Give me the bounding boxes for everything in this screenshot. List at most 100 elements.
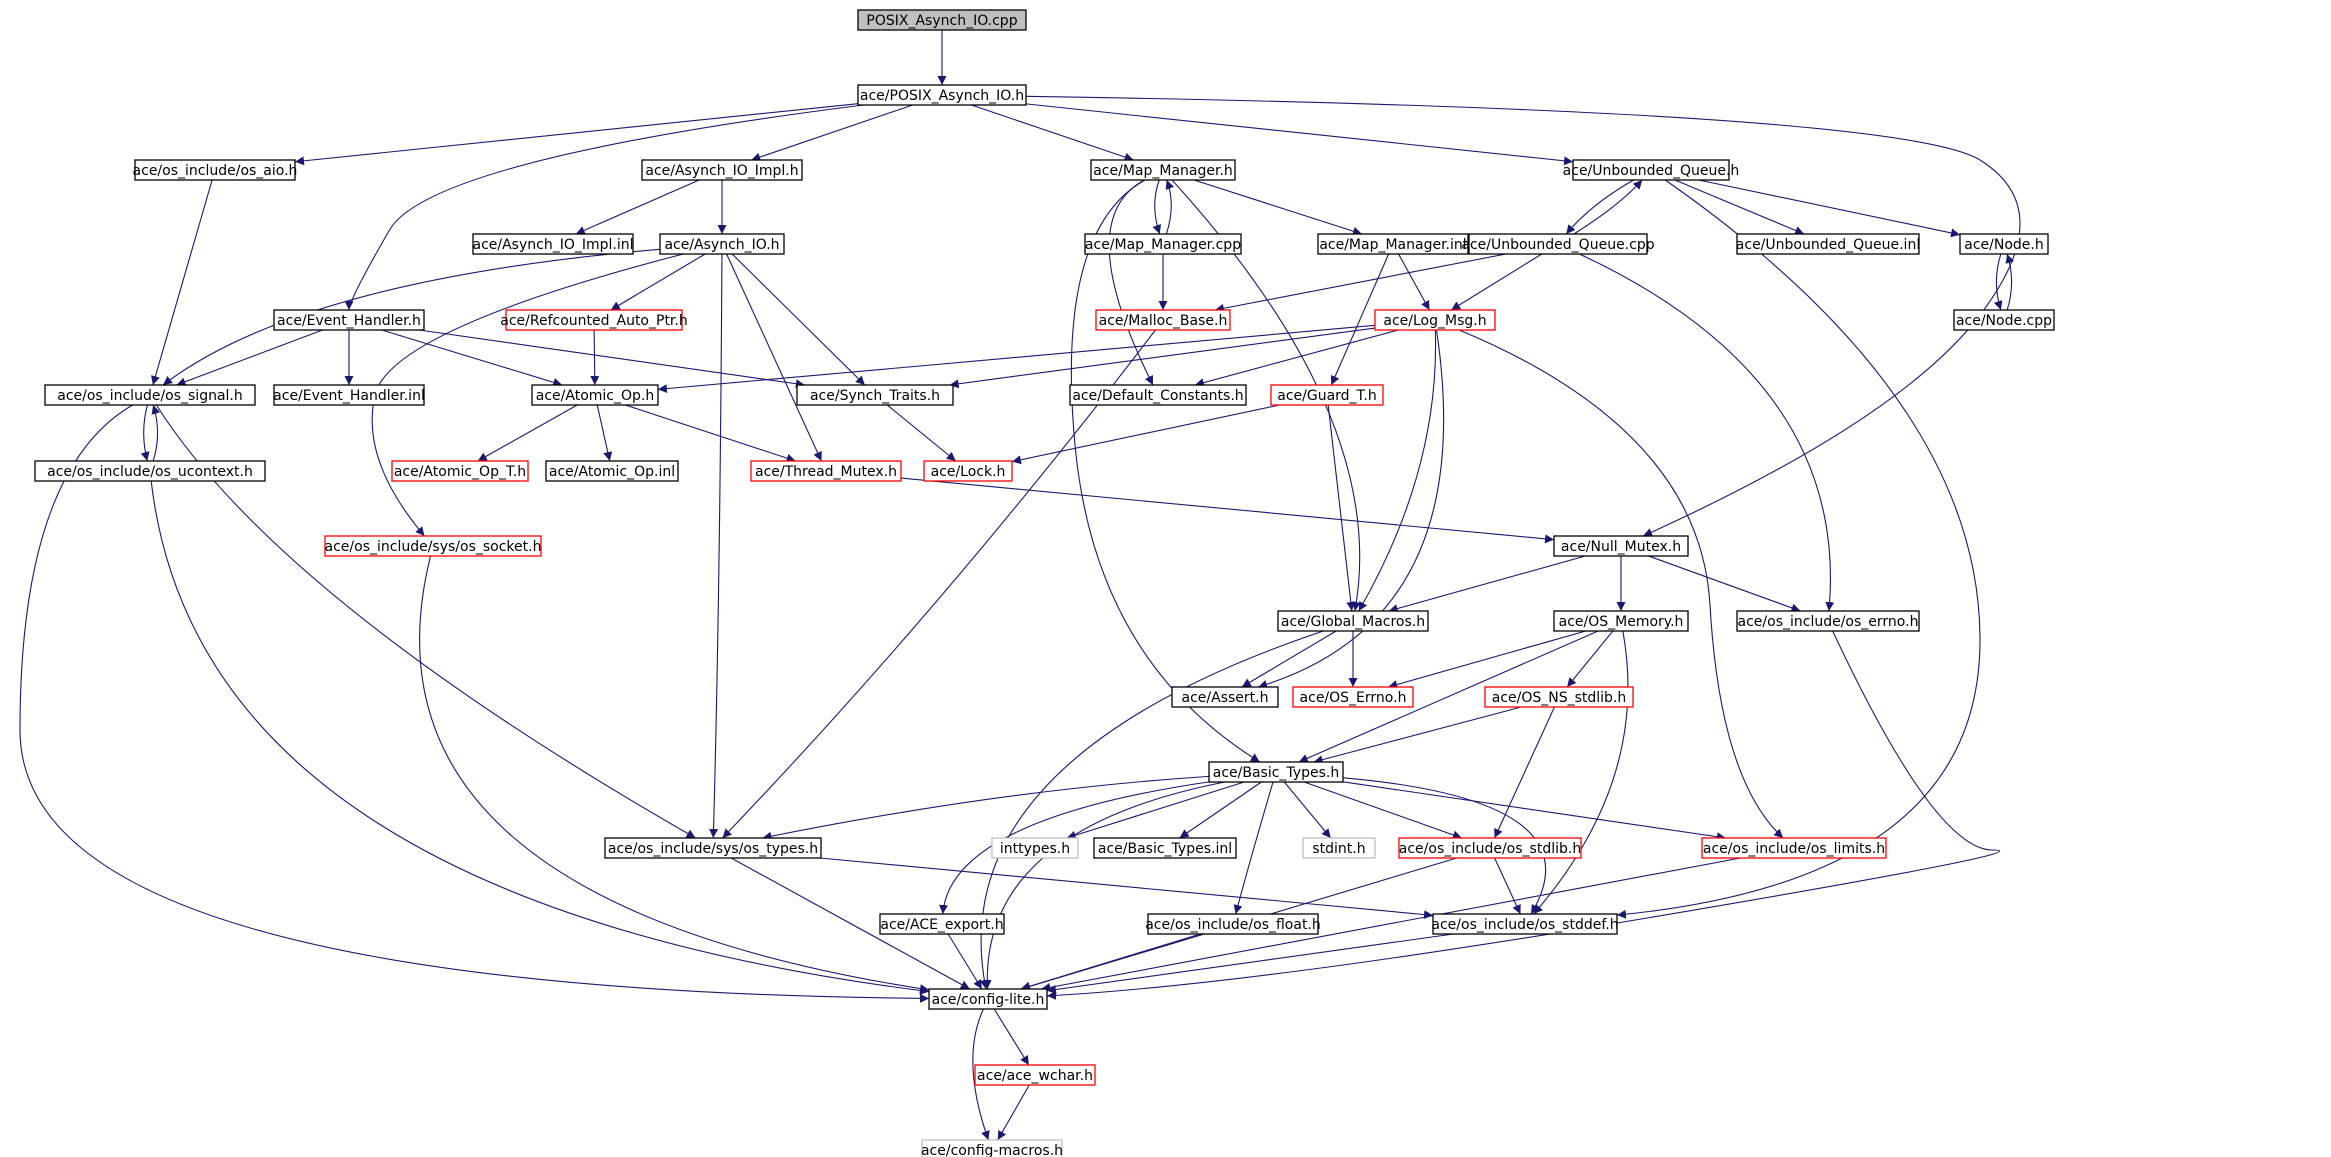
edge-arrow — [1342, 777, 1547, 915]
node-nullmx[interactable]: ace/Null_Mutex.h — [1553, 535, 1689, 557]
node-label: ace/Node.h — [1964, 237, 2043, 253]
dependency-edge-pah-to-evh — [344, 104, 864, 311]
node-evh[interactable]: ace/Event_Handler.h — [273, 309, 425, 331]
node-socket[interactable]: ace/os_include/sys/os_socket.h — [324, 535, 542, 557]
edge-arrow — [900, 477, 1555, 544]
node-globmac[interactable]: ace/Global_Macros.h — [1277, 610, 1429, 632]
node-malloc[interactable]: ace/Malloc_Base.h — [1095, 309, 1231, 331]
edge-arrow — [477, 404, 578, 462]
edge-arrow — [19, 404, 930, 1003]
dependency-edge-osmem-to-oserrno — [1388, 630, 1586, 689]
node-box — [324, 535, 542, 557]
node-aio[interactable]: ace/os_include/os_aio.h — [133, 159, 298, 181]
edge-arrow — [1579, 253, 1835, 612]
dependency-edge-atomic-to-threadmx — [625, 404, 796, 463]
edge-arrow — [1616, 179, 1981, 919]
node-osmem[interactable]: ace/OS_Memory.h — [1553, 610, 1689, 632]
edge-arrow — [1241, 630, 1337, 688]
node-stddef[interactable]: ace/os_include/os_stddef.h — [1431, 913, 1619, 935]
node-nodeh[interactable]: ace/Node.h — [1959, 233, 2049, 255]
edge-arrow — [150, 480, 930, 995]
dependency-edge-ucontext-to-signal — [151, 404, 161, 462]
node-label: ace/Malloc_Base.h — [1099, 313, 1228, 329]
node-mapmgrcpp[interactable]: ace/Map_Manager.cpp — [1084, 233, 1242, 255]
node-guard[interactable]: ace/Guard_T.h — [1270, 384, 1384, 406]
node-atomict[interactable]: ace/Atomic_Op_T.h — [391, 460, 529, 482]
node-asynchio[interactable]: ace/Asynch_IO.h — [659, 233, 785, 255]
node-label: ace/Log_Msg.h — [1383, 313, 1486, 329]
node-assert[interactable]: ace/Assert.h — [1171, 686, 1279, 708]
dependency-edge-globmac-to-configlite — [979, 630, 1324, 990]
node-box — [1084, 233, 1242, 255]
dependency-edge-pah-to-mapmgr — [971, 104, 1134, 162]
node-inttypes[interactable]: inttypes.h — [991, 837, 1079, 859]
edge-arrow — [993, 1008, 1030, 1066]
node-atomicinl[interactable]: ace/Atomic_Op.inl — [545, 460, 679, 482]
node-ucontext[interactable]: ace/os_include/os_ucontext.h — [34, 460, 266, 482]
edge-arrow — [1330, 253, 1390, 386]
node-oserrno[interactable]: ace/OS_Errno.h — [1292, 686, 1414, 708]
edge-arrow — [949, 327, 1376, 389]
node-label: ace/Event_Handler.inl — [273, 388, 425, 404]
node-osstdlib[interactable]: ace/os_include/os_stdlib.h — [1398, 837, 1582, 859]
node-defconst[interactable]: ace/Default_Constants.h — [1069, 384, 1247, 406]
node-unbq[interactable]: ace/Unbounded_Queue.h — [1563, 159, 1740, 181]
node-errno[interactable]: ace/os_include/os_errno.h — [1736, 610, 1920, 632]
edge-arrow — [1165, 179, 1175, 235]
node-signal[interactable]: ace/os_include/os_signal.h — [44, 384, 256, 406]
node-evhinl[interactable]: ace/Event_Handler.inl — [273, 384, 425, 406]
node-box — [1317, 233, 1469, 255]
node-wchar[interactable]: ace/ace_wchar.h — [974, 1064, 1096, 1086]
node-logmsg[interactable]: ace/Log_Msg.h — [1374, 309, 1496, 331]
node-box — [1553, 610, 1689, 632]
node-label: ace/Guard_T.h — [1277, 388, 1377, 404]
dependency-edge-aio-to-signal — [151, 179, 213, 386]
node-unbqcpp[interactable]: ace/Unbounded_Queue.cpp — [1461, 233, 1655, 255]
node-box — [921, 1139, 1063, 1157]
node-configlite[interactable]: ace/config-lite.h — [928, 988, 1048, 1010]
node-atomic[interactable]: ace/Atomic_Op.h — [531, 384, 659, 406]
node-systypes[interactable]: ace/os_include/sys/os_types.h — [604, 837, 822, 859]
node-aceexport[interactable]: ace/ACE_export.h — [879, 913, 1005, 935]
nodes-layer: POSIX_Asynch_IO.cpp ace/POSIX_Asynch_IO.h… — [34, 9, 2055, 1157]
node-refc[interactable]: ace/Refcounted_Auto_Ptr.h — [500, 309, 688, 331]
node-basictypes[interactable]: ace/Basic_Types.h — [1208, 761, 1344, 783]
node-pah[interactable]: ace/POSIX_Asynch_IO.h — [857, 84, 1027, 106]
dependency-edge-logmsg-to-defconst — [1194, 329, 1399, 387]
node-box — [1277, 610, 1429, 632]
edge-arrow — [1388, 630, 1586, 689]
node-limits[interactable]: ace/os_include/os_limits.h — [1701, 837, 1887, 859]
dependency-edge-osmem-to-nsstdlib — [1566, 630, 1614, 688]
node-mapmgrinl[interactable]: ace/Map_Manager.inl — [1317, 233, 1469, 255]
node-nsstdlib[interactable]: ace/OS_NS_stdlib.h — [1484, 686, 1634, 708]
edge-arrow — [162, 248, 661, 386]
node-aioimpl[interactable]: ace/Asynch_IO_Impl.h — [641, 159, 803, 181]
node-lock[interactable]: ace/Lock.h — [923, 460, 1013, 482]
node-nodecpp[interactable]: ace/Node.cpp — [1953, 309, 2055, 331]
node-float[interactable]: ace/os_include/os_float.h — [1145, 913, 1321, 935]
node-box — [531, 384, 659, 406]
node-root[interactable]: POSIX_Asynch_IO.cpp — [857, 9, 1027, 31]
node-basicinl[interactable]: ace/Basic_Types.inl — [1093, 837, 1237, 859]
node-label: ace/OS_Memory.h — [1559, 614, 1684, 630]
edge-arrow — [1011, 404, 1280, 465]
dependency-edge-basictypes-to-systypes — [762, 775, 1210, 841]
node-stdint[interactable]: stdint.h — [1302, 837, 1376, 859]
node-synch[interactable]: ace/Synch_Traits.h — [796, 384, 954, 406]
dependency-edge-osmem-to-basictypes — [1298, 630, 1599, 763]
node-mapmgr[interactable]: ace/Map_Manager.h — [1090, 159, 1236, 181]
edge-arrow — [722, 329, 1156, 839]
node-unbqinl[interactable]: ace/Unbounded_Queue.inl — [1736, 233, 1920, 255]
node-configmacros[interactable]: ace/config-macros.h — [921, 1139, 1063, 1157]
edge-arrow — [1070, 179, 1261, 763]
node-label: POSIX_Asynch_IO.cpp — [866, 13, 1017, 29]
node-aioimplinl[interactable]: ace/Asynch_IO_Impl.inl — [472, 233, 634, 255]
edge-arrow — [1388, 555, 1586, 613]
node-threadmx[interactable]: ace/Thread_Mutex.h — [750, 460, 902, 482]
edge-arrow — [1648, 555, 1801, 613]
dependency-edge-threadmx-to-nullmx — [900, 477, 1555, 544]
node-label: ace/os_include/os_errno.h — [1738, 614, 1919, 630]
dependency-edge-mapmgrinl-to-guard — [1330, 253, 1390, 386]
edge-arrow — [381, 329, 563, 387]
dependency-edge-pah-to-unbq — [1025, 103, 1574, 166]
